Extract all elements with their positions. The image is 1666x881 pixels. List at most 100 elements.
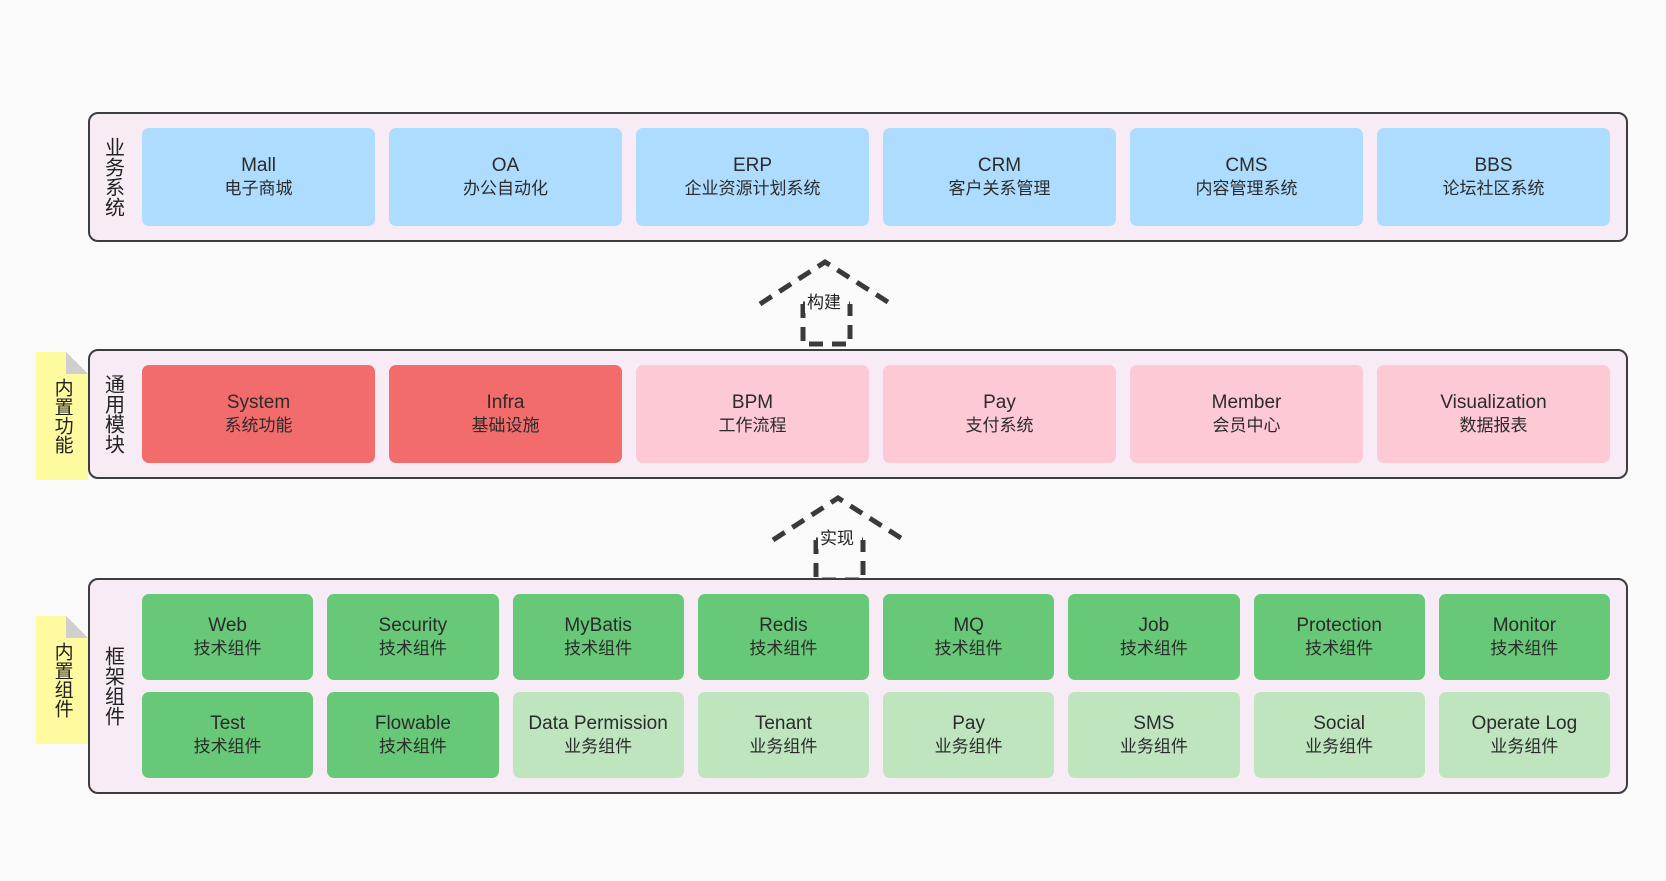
card-oa-en: OA (491, 154, 520, 176)
note-builtin-components: 内置组件 (36, 616, 88, 744)
card-mq-en: MQ (953, 614, 984, 636)
card-social[interactable]: Social 业务组件 (1253, 692, 1425, 778)
card-visualization-en: Visualization (1440, 391, 1547, 413)
card-job-en: Job (1138, 614, 1170, 636)
layer-framework-components-label: 框架组件 (101, 646, 124, 726)
card-mq[interactable]: MQ 技术组件 (883, 594, 1055, 680)
card-security-cn: 技术组件 (378, 639, 447, 659)
card-protection-cn: 技术组件 (1305, 639, 1374, 659)
card-security[interactable]: Security 技术组件 (327, 594, 499, 680)
card-erp-cn: 企业资源计划系统 (684, 179, 821, 199)
card-bpm-en: BPM (731, 391, 774, 413)
card-crm[interactable]: CRM 客户关系管理 (883, 128, 1116, 226)
card-erp[interactable]: ERP 企业资源计划系统 (636, 128, 869, 226)
card-mall-en: Mall (241, 154, 276, 176)
card-web-en: Web (208, 614, 247, 636)
card-bbs[interactable]: BBS 论坛社区系统 (1377, 128, 1610, 226)
card-mall[interactable]: Mall 电子商城 (142, 128, 375, 226)
card-mybatis[interactable]: MyBatis 技术组件 (512, 594, 684, 680)
framework-components-grid: Web 技术组件 Security 技术组件 MyBatis 技术组件 Redi… (134, 580, 1626, 792)
card-pay-component[interactable]: Pay 业务组件 (883, 692, 1055, 778)
card-job-cn: 技术组件 (1119, 639, 1188, 659)
card-sms-en: SMS (1133, 712, 1175, 734)
card-system[interactable]: System 系统功能 (142, 365, 375, 463)
card-cms-en: CMS (1225, 154, 1268, 176)
card-job[interactable]: Job 技术组件 (1068, 594, 1240, 680)
card-cms[interactable]: CMS 内容管理系统 (1130, 128, 1363, 226)
card-oa[interactable]: OA 办公自动化 (389, 128, 622, 226)
card-social-cn: 业务组件 (1305, 737, 1374, 757)
connector-implement-label: 实现 (818, 524, 856, 549)
card-member-en: Member (1211, 391, 1282, 413)
card-flowable[interactable]: Flowable 技术组件 (327, 692, 499, 778)
card-tenant[interactable]: Tenant 业务组件 (697, 692, 869, 778)
card-erp-en: ERP (732, 154, 773, 176)
card-flowable-en: Flowable (374, 712, 451, 734)
card-cms-cn: 内容管理系统 (1195, 179, 1298, 199)
card-monitor-en: Monitor (1492, 614, 1557, 636)
card-oa-cn: 办公自动化 (463, 179, 548, 199)
card-bpm[interactable]: BPM 工作流程 (636, 365, 869, 463)
card-security-en: Security (378, 614, 448, 636)
card-social-en: Social (1313, 712, 1365, 734)
card-visualization[interactable]: Visualization 数据报表 (1377, 365, 1610, 463)
card-redis-cn: 技术组件 (749, 639, 818, 659)
layer-common-modules: 通用模块 System 系统功能 Infra 基础设施 BPM 工作流程 Pay… (88, 349, 1628, 479)
card-monitor-cn: 技术组件 (1490, 639, 1559, 659)
card-pay-module-cn: 支付系统 (965, 416, 1034, 436)
card-infra-cn: 基础设施 (471, 416, 540, 436)
card-bbs-cn: 论坛社区系统 (1442, 179, 1545, 199)
connector-build-label: 构建 (805, 288, 843, 313)
business-systems-card-row: Mall 电子商城 OA 办公自动化 ERP 企业资源计划系统 CRM 客户关系… (134, 114, 1626, 240)
card-operate-log[interactable]: Operate Log 业务组件 (1438, 692, 1610, 778)
framework-row-technical: Web 技术组件 Security 技术组件 MyBatis 技术组件 Redi… (142, 594, 1610, 680)
layer-business-systems-label: 业务系统 (101, 137, 124, 217)
card-system-en: System (226, 391, 291, 413)
card-monitor[interactable]: Monitor 技术组件 (1438, 594, 1610, 680)
card-pay-module[interactable]: Pay 支付系统 (883, 365, 1116, 463)
card-redis-en: Redis (759, 614, 808, 636)
common-modules-card-row: System 系统功能 Infra 基础设施 BPM 工作流程 Pay 支付系统… (134, 351, 1626, 477)
layer-business-systems: 业务系统 Mall 电子商城 OA 办公自动化 ERP 企业资源计划系统 CRM… (88, 112, 1628, 242)
card-tenant-en: Tenant (754, 712, 812, 734)
card-member-cn: 会员中心 (1212, 416, 1281, 436)
card-mybatis-cn: 技术组件 (564, 639, 633, 659)
card-redis[interactable]: Redis 技术组件 (697, 594, 869, 680)
card-member[interactable]: Member 会员中心 (1130, 365, 1363, 463)
framework-row-business: Test 技术组件 Flowable 技术组件 Data Permission … (142, 692, 1610, 778)
card-system-cn: 系统功能 (224, 416, 293, 436)
card-data-permission[interactable]: Data Permission 业务组件 (512, 692, 684, 778)
layer-framework-components: 框架组件 Web 技术组件 Security 技术组件 MyBatis 技术组件… (88, 578, 1628, 794)
card-bpm-cn: 工作流程 (718, 416, 787, 436)
card-test-cn: 技术组件 (193, 737, 262, 757)
card-sms-cn: 业务组件 (1119, 737, 1188, 757)
card-infra-en: Infra (486, 391, 525, 413)
note-builtin-features: 内置功能 (36, 352, 88, 480)
card-tenant-cn: 业务组件 (749, 737, 818, 757)
card-pay-module-en: Pay (983, 391, 1016, 413)
connector-implement: 实现 (768, 494, 918, 584)
card-bbs-en: BBS (1474, 154, 1513, 176)
card-crm-en: CRM (977, 154, 1022, 176)
card-test-en: Test (210, 712, 246, 734)
card-visualization-cn: 数据报表 (1459, 416, 1528, 436)
card-flowable-cn: 技术组件 (378, 737, 447, 757)
card-protection[interactable]: Protection 技术组件 (1253, 594, 1425, 680)
card-protection-en: Protection (1296, 614, 1382, 636)
card-sms[interactable]: SMS 业务组件 (1068, 692, 1240, 778)
card-pay-component-cn: 业务组件 (934, 737, 1003, 757)
card-infra[interactable]: Infra 基础设施 (389, 365, 622, 463)
layer-common-modules-label: 通用模块 (101, 374, 124, 454)
card-test[interactable]: Test 技术组件 (142, 692, 314, 778)
card-web-cn: 技术组件 (193, 639, 262, 659)
card-operate-log-cn: 业务组件 (1490, 737, 1559, 757)
connector-build: 构建 (755, 258, 905, 348)
card-operate-log-en: Operate Log (1471, 712, 1578, 734)
card-data-permission-en: Data Permission (528, 712, 668, 734)
card-crm-cn: 客户关系管理 (948, 179, 1051, 199)
card-mall-cn: 电子商城 (224, 179, 293, 199)
card-pay-component-en: Pay (952, 712, 985, 734)
card-web[interactable]: Web 技术组件 (142, 594, 314, 680)
card-mq-cn: 技术组件 (934, 639, 1003, 659)
